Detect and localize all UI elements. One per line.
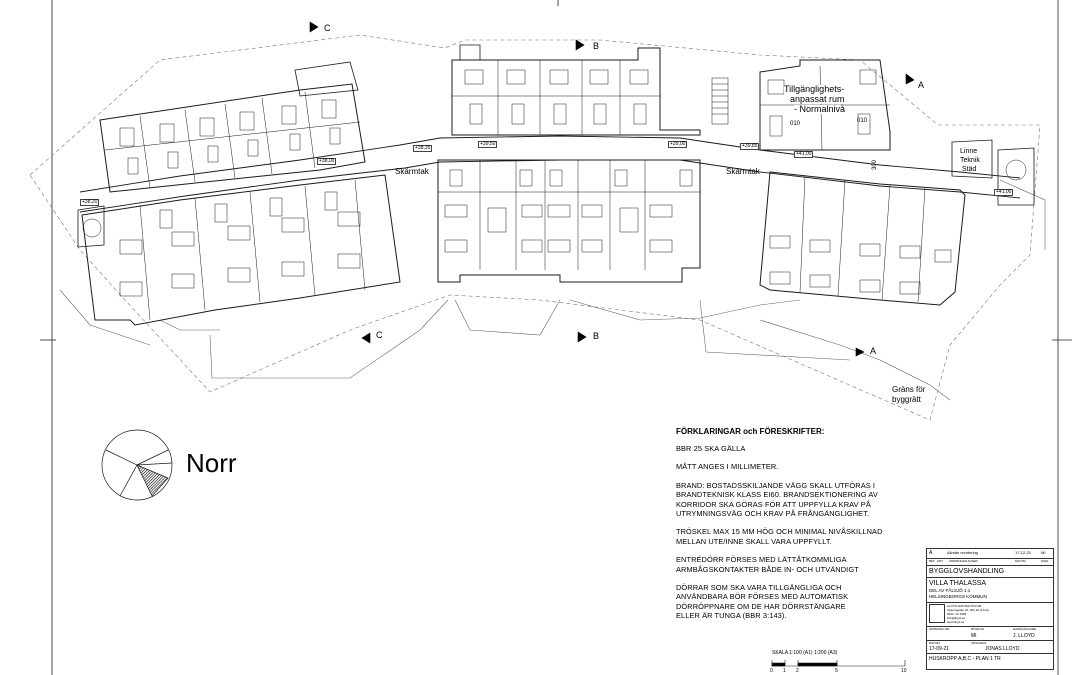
note-line: ELLER ÄR TUNGA (BBR 3:143). — [676, 611, 787, 621]
boundary-label-1: Gräns för — [892, 385, 926, 394]
elevation-tag: +38,35 — [413, 145, 433, 152]
notes-title: FÖRKLARINGAR och FÖRESKRIFTER: — [676, 427, 825, 436]
elevation-tag: +38,20 — [80, 199, 100, 206]
room-code-b: 010 — [857, 118, 868, 124]
rev-header: SIGN — [1041, 559, 1049, 563]
rev-date: 17-12-21 — [1015, 550, 1032, 555]
utility-label-1: Linne — [960, 148, 978, 155]
note-line: MÅTT ANGES I MILLIMETER. — [676, 462, 779, 472]
building-a-lower — [759, 139, 1035, 306]
section-label-b-top: B — [593, 41, 600, 51]
section-label-c-bottom: C — [376, 330, 383, 340]
drawing-title: HUSKROPP A,B,C - PLAN 1 TR — [929, 656, 1001, 662]
terrain-lines — [59, 179, 1046, 401]
firm-line: LLOYD ARKITEKTUR AB — [947, 604, 982, 608]
property-line-1: DEL AV PÅLSJÖ 1:1 — [929, 588, 971, 593]
note-line: KORRIDOR SKA GÖRAS FÖR ATT UPPFYLLA KRAV… — [676, 499, 871, 509]
north-label: Norr — [186, 448, 237, 478]
note-line — [676, 518, 916, 527]
project-name: VILLA THALASSA — [929, 580, 987, 587]
accessible-room-label-3: - Normalnivå — [794, 104, 846, 114]
firm-logo — [929, 604, 945, 623]
handler: J. LLOYD — [1013, 633, 1035, 639]
note-line: BBR 25 SKA GÄLLA — [676, 444, 746, 453]
field-label: HANDLÄGGARE — [1013, 627, 1037, 631]
firm-line: www.lloyd.se — [947, 620, 965, 624]
rev-letter: A — [929, 550, 933, 556]
responsible: JONAS LLOYD — [985, 646, 1020, 652]
rev-header: BET — [929, 559, 935, 563]
field-label: DATUM — [929, 641, 940, 645]
accessible-room-label-1: Tillgänglighets- — [784, 84, 845, 94]
note-line: ENTRÉDÖRR FÖRSES MED LÄTTÅTKOMMLIGA — [676, 555, 847, 565]
note-line: BRANDTEKNISK KLASS EI60. BRANDSEKTIONERI… — [676, 490, 878, 500]
note-line: ARMBÅGSKONTAKTER BÅDE IN- OCH UTVÄNDIGT — [676, 564, 859, 574]
scale-label: SKALA 1:100 (A1) 1:200 (A3) — [772, 650, 838, 656]
sheet-border — [40, 0, 1072, 675]
boundary-label-2: byggrätt — [892, 395, 921, 404]
utility-label-2: Teknik — [960, 157, 980, 164]
note-line — [676, 453, 916, 462]
note-line — [676, 546, 916, 555]
scale-tick: 1 — [783, 668, 786, 674]
note-line — [676, 472, 916, 481]
rev-text: Allmän revidering — [947, 550, 978, 555]
field-label: UPPDRAG NR — [929, 627, 950, 631]
scale-tick: 0 — [770, 668, 773, 674]
scale-tick: 2 — [796, 668, 799, 674]
elevation-tag: +41,00 — [794, 151, 814, 158]
scale-tick: 10 — [901, 668, 907, 674]
site-boundary — [29, 34, 1041, 421]
north-arrow — [101, 429, 173, 501]
rev-header: DATUM — [1015, 559, 1026, 563]
section-label-a-top: A — [918, 80, 925, 90]
field-label: RITAD AV — [971, 627, 985, 631]
utility-label-3: Städ — [962, 166, 977, 173]
note-line: UTRYMNINGSVÄG OCH KRAV PÅ FRÅNGÄNGLIGHET… — [676, 509, 870, 519]
elevation-tag: +38,00 — [317, 158, 337, 165]
rev-header: ÄNDRINGEN AVSER — [949, 559, 978, 563]
section-label-a-bottom: A — [870, 346, 877, 356]
elevation-tag: +39,50 — [478, 141, 498, 148]
building-b-lower — [437, 159, 701, 283]
property-line-2: HELSINGBORGS KOMMUN — [929, 594, 987, 599]
elevation-tag: +39,00 — [668, 141, 688, 148]
firm-line: Kaserngatan 32, 252 20 H-borg — [947, 608, 990, 612]
rev-sign: MI — [1041, 550, 1046, 555]
elevation-tag: +41,00 — [994, 189, 1014, 196]
field-label: ANSVARIG — [971, 641, 987, 645]
note-line: DÖRRAR SOM SKA VARA TILLGÄNGLIGA OCH — [676, 583, 842, 593]
building-c-lower — [77, 174, 401, 326]
note-line: ANVÄNDBARA BÖR FÖRSES MED AUTOMATISK — [676, 592, 849, 602]
note-line: MELLAN UTE/INNE SKALL VARA UPPFYLLT. — [676, 536, 832, 546]
accessible-room-label-2: anpassat rum — [790, 94, 845, 104]
section-arrows — [309, 21, 915, 357]
canopy-label-left: Skärmtak — [395, 167, 429, 176]
scale-tick: 5 — [835, 668, 838, 674]
building-b-upper — [451, 44, 729, 136]
elevation-tag: +39,85 — [740, 143, 760, 150]
canopy-label-right: Skärmtak — [726, 167, 760, 176]
section-label-c-top: C — [324, 23, 331, 33]
notes-body: BBR 25 SKA GÄLLA MÅTT ANGES I MILLIMETER… — [676, 444, 916, 621]
title-block: A Allmän revidering 17-12-21 MI BET ANT … — [926, 548, 1054, 670]
scale-bar — [771, 660, 906, 667]
firm-line: info@lloyd.se — [947, 616, 966, 620]
room-code-a: 010 — [790, 121, 801, 127]
date: 17-09-21 — [929, 646, 950, 652]
section-label-b-bottom: B — [593, 331, 600, 341]
stage-label: BYGGLOVSHANDLING — [929, 568, 1005, 575]
firm-line: 0042 -12 3456 — [947, 612, 967, 616]
building-c-upper — [99, 61, 366, 193]
note-line: BRAND: BOSTADSSKILJANDE VÄGG SKALL UTFÖR… — [676, 480, 876, 490]
note-line: DÖRRÖPPNARE OM DE HAR DÖRRSTÄNGARE — [676, 601, 846, 611]
rev-header: ANT — [937, 559, 943, 563]
height-label: 300 — [872, 159, 879, 171]
note-line — [676, 574, 916, 583]
drawn-by: MI — [971, 633, 977, 639]
note-line: TRÖSKEL MAX 15 MM HÖG OCH MINIMAL NIVÅSK… — [676, 527, 883, 537]
